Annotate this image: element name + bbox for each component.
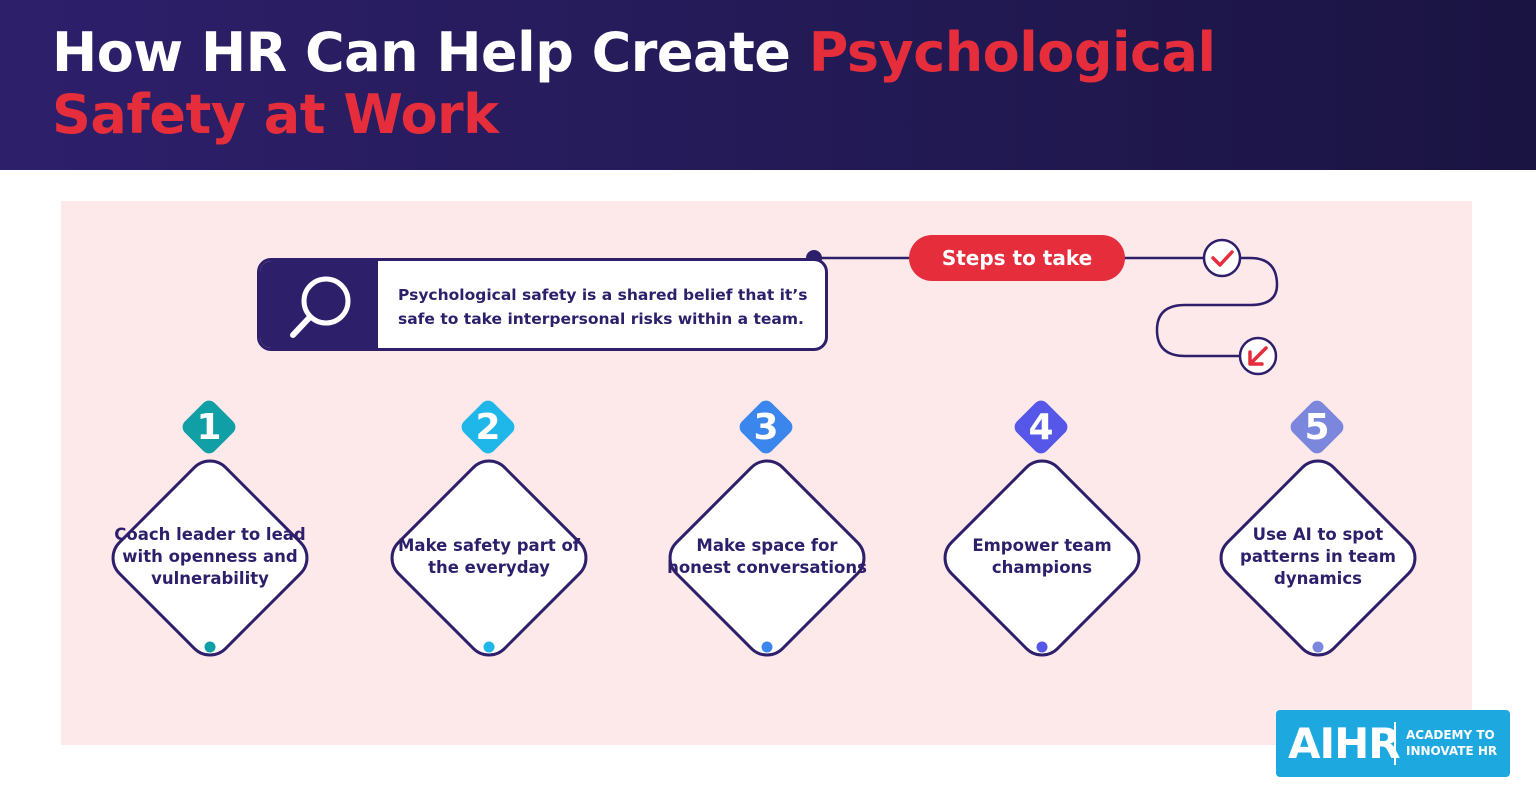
logo-tagline: ACADEMY TO INNOVATE HR xyxy=(1406,728,1498,758)
definition-card: Psychological safety is a shared belief … xyxy=(257,258,828,351)
step-2-diamond xyxy=(390,459,588,657)
step-5-number-badge xyxy=(1290,400,1344,454)
step-2-text: Make safety part of the everyday xyxy=(398,536,580,577)
step-card-2: 2 Make safety part of the everyday xyxy=(369,400,609,680)
step-4-number: 4 xyxy=(1028,407,1054,448)
title-part1: How HR Can Help Create xyxy=(52,21,809,84)
step-5-number: 5 xyxy=(1304,407,1330,448)
step-card-4: 4 Empower team champions xyxy=(922,400,1162,680)
step-2-number: 2 xyxy=(475,407,501,448)
logo-divider xyxy=(1394,722,1396,765)
step-card-1: 1 Coach leader to lead with openness and… xyxy=(90,400,330,680)
definition-text: Psychological safety is a shared belief … xyxy=(398,286,808,328)
title-accent1: Psychological xyxy=(808,21,1216,84)
steps-to-take-badge: Steps to take xyxy=(909,235,1125,281)
definition-icon-box xyxy=(260,261,378,348)
title-accent2: Safety at Work xyxy=(52,83,499,146)
step-3-number: 3 xyxy=(753,407,779,448)
step-4-number-badge xyxy=(1014,400,1068,454)
step-4-diamond xyxy=(943,459,1141,657)
step-4-text: Empower team champions xyxy=(972,536,1112,577)
magnifier-icon xyxy=(290,276,351,338)
step-5-text: Use AI to spot patterns in team dynamics xyxy=(1240,525,1396,588)
aihr-logo: AIHR ACADEMY TO INNOVATE HR xyxy=(1276,710,1510,777)
arrow-down-left-icon xyxy=(1238,336,1278,376)
step-5-diamond xyxy=(1219,459,1417,657)
step-3-text: Make space for honest conversations xyxy=(667,536,867,577)
step-1-number: 1 xyxy=(196,407,222,448)
check-icon xyxy=(1202,238,1242,278)
step-card-5: 5 Use AI to spot patterns in team dynami… xyxy=(1198,400,1438,680)
step-3-diamond xyxy=(668,459,866,657)
step-1-text: Coach leader to lead with openness and v… xyxy=(114,525,306,588)
step-1-diamond xyxy=(111,459,309,657)
step-1-number-badge xyxy=(182,400,236,454)
step-card-3: 3 Make space for honest conversations xyxy=(647,400,887,680)
connector-curve xyxy=(1155,256,1279,358)
step-2-number-badge xyxy=(461,400,515,454)
step-3-number-badge xyxy=(739,400,793,454)
logo-brand: AIHR xyxy=(1288,719,1401,768)
